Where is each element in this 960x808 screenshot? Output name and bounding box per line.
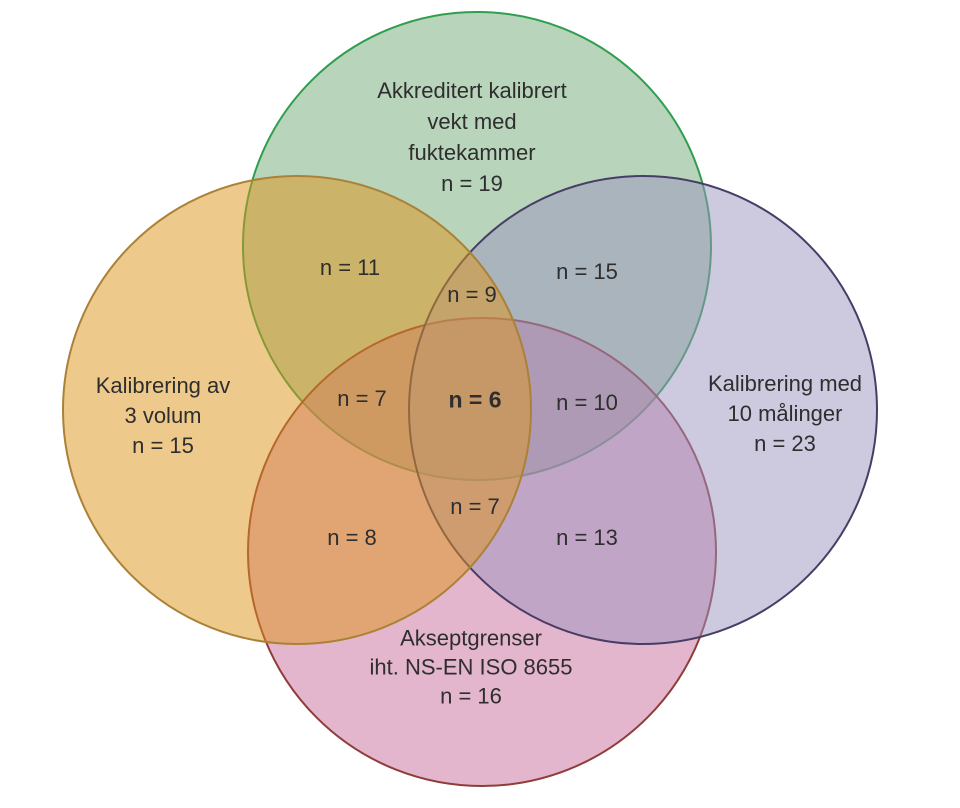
set-count-bottom: n = 16: [440, 683, 502, 709]
set-label-left-line1: Kalibrering av: [95, 373, 231, 398]
set-label-right-line2: 10 målinger: [727, 401, 843, 426]
set-label-bottom-line1: Akseptgrenser: [400, 625, 542, 651]
set-count-right: n = 23: [754, 431, 816, 456]
set-label-top-line1: Akkreditert kalibrert: [377, 78, 567, 103]
overlap-count-center: n = 6: [448, 386, 502, 413]
overlap-count-top-center: n = 9: [447, 282, 497, 307]
overlap-count-bottom-left: n = 8: [327, 525, 377, 550]
set-label-left: Kalibrering av 3 volum n = 15: [96, 371, 231, 461]
overlap-count-bottom-right: n = 13: [556, 525, 618, 550]
set-label-top-line2: vekt med: [427, 109, 517, 134]
set-count-top: n = 19: [441, 171, 503, 196]
set-label-right-line1: Kalibrering med: [707, 371, 863, 396]
overlap-count-bottom-center: n = 7: [450, 494, 500, 519]
set-label-bottom-line2: iht. NS-EN ISO 8655: [369, 654, 573, 680]
set-label-right: Kalibrering med 10 målinger n = 23: [708, 369, 862, 459]
overlap-count-top-right: n = 15: [556, 259, 618, 284]
set-count-left: n = 15: [132, 433, 194, 458]
overlap-count-mid-right: n = 10: [556, 390, 618, 415]
circle-left-orange: [62, 175, 532, 645]
set-label-left-line2: 3 volum: [124, 403, 202, 428]
overlap-count-top-left: n = 11: [319, 255, 381, 280]
set-label-top: Akkreditert kalibrert vekt med fuktekamm…: [377, 75, 567, 199]
set-label-bottom: Akseptgrenser iht. NS-EN ISO 8655 n = 16: [370, 624, 573, 711]
overlap-count-mid-left: n = 7: [337, 386, 387, 411]
set-label-top-line3: fuktekammer: [408, 140, 536, 165]
